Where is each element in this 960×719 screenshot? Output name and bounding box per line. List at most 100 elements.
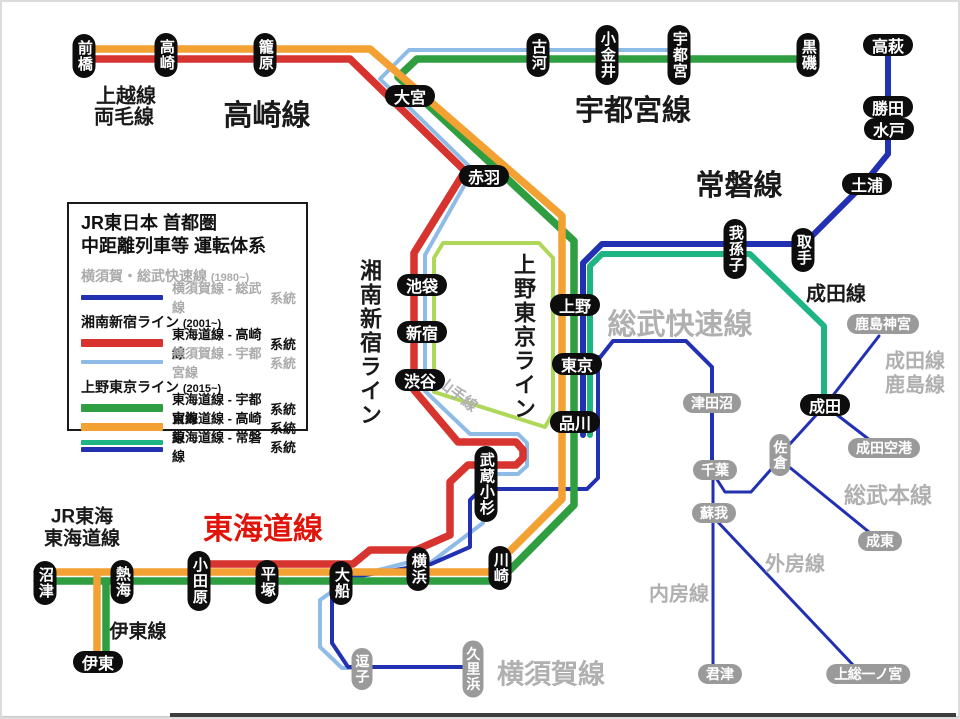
legend-entry-suffix: 系統: [269, 336, 296, 352]
station-鹿島神宮: 鹿島神宮: [847, 314, 919, 334]
legend-box: JR東日本 首都圏 中距離列車等 運転体系 横須賀・総武快速線 (1980~) …: [67, 202, 308, 464]
station-川崎: 川崎: [488, 546, 512, 590]
station-新宿: 新宿: [396, 321, 448, 343]
legend-entry-label: 東海道線 - 宇都宮線: [172, 392, 262, 427]
station-横浜: 横浜: [406, 547, 430, 591]
legend-group-heading: 湘南新宿ライン: [81, 313, 179, 330]
legend-entry-suffix: 系統: [269, 355, 296, 371]
station-東京: 東京: [551, 353, 603, 375]
station-小金井: 小金井: [595, 25, 619, 85]
label-成田線-6: 成田線: [885, 350, 945, 373]
line-yokosuka-west: [330, 355, 600, 669]
legend-entry-label: 横須賀線 - 宇都宮線: [172, 346, 262, 381]
label-伊東線-19: 伊東線: [109, 621, 167, 643]
line-shonan-takasaki: [84, 55, 527, 568]
legend-entry-suffix: 系統: [269, 290, 296, 306]
legend-group-shonan-shinjuku: 湘南新宿ライン (2001~) 東海道線 - 高崎線 系統 横須賀線 - 宇都宮…: [81, 312, 296, 380]
legend-group-heading: 上野東京ライン: [81, 378, 179, 395]
label-横須賀線-12: 横須賀線: [497, 659, 605, 690]
line-sakura-chiba: [714, 464, 776, 494]
label-成田線-5: 成田線: [806, 283, 866, 306]
label-上越線-0: 上越線: [96, 85, 156, 108]
station-古河: 古河: [526, 33, 550, 77]
line-sotobo: [714, 518, 857, 669]
legend-entry: 東海道線 - 常磐線 系統: [81, 430, 296, 464]
legend-group-ueno-tokyo: 上野東京ライン (2015~) 東海道線 - 宇都宮線 系統 東海道線 - 高崎…: [81, 377, 296, 464]
station-久里浜: 久里浜: [462, 640, 484, 698]
station-高崎: 高崎: [154, 33, 178, 77]
station-津田沼: 津田沼: [683, 393, 741, 413]
label-外房線-10: 外房線: [765, 553, 825, 576]
legend-group-yokosuka-sobu: 横須賀・総武快速線 (1980~) 横須賀線 - 総武線 系統: [81, 266, 296, 315]
station-池袋: 池袋: [396, 274, 448, 296]
label-鹿島線-7: 鹿島線: [885, 374, 945, 397]
legend-entry-label: 東海道線 - 高崎線: [172, 411, 262, 446]
line-swatch: [81, 404, 163, 413]
legend-entry-suffix: 系統: [269, 420, 296, 436]
station-成田空港: 成田空港: [848, 438, 920, 458]
station-熱海: 熱海: [110, 560, 134, 604]
station-我孫子: 我孫子: [723, 219, 747, 279]
legend-entry: 横須賀線 - 宇都宮線 系統: [81, 346, 296, 380]
line-swatch: [81, 339, 163, 348]
legend-entry-suffix: 系統: [269, 401, 296, 417]
legend-entry: 横須賀線 - 総武線 系統: [81, 281, 296, 315]
station-宇都宮: 宇都宮: [667, 25, 691, 85]
line-narita-sakura: [787, 410, 821, 447]
station-成田: 成田: [799, 394, 851, 416]
station-土浦: 土浦: [841, 173, 893, 195]
station-赤羽: 赤羽: [458, 165, 510, 187]
legend-entry-suffix: 系統: [269, 439, 296, 455]
station-勝田: 勝田: [862, 96, 914, 118]
label-東海道線-18: 東海道線: [43, 528, 121, 550]
station-武蔵小杉: 武蔵小杉: [474, 446, 498, 522]
station-渋谷: 渋谷: [394, 369, 446, 391]
label-高崎線-2: 高崎線: [223, 100, 311, 132]
station-千葉: 千葉: [693, 460, 737, 480]
station-蘇我: 蘇我: [692, 503, 736, 523]
label-総武本線-9: 総武本線: [843, 483, 933, 508]
line-swatch: [81, 294, 163, 300]
station-成東: 成東: [858, 531, 902, 551]
legend-entry: 東海道線 - 高崎線 系統: [81, 327, 296, 361]
line-swatch: [81, 360, 163, 365]
line-narita-kashima: [829, 334, 881, 400]
station-沼津: 沼津: [33, 561, 57, 605]
legend-group-era: (2015~): [182, 382, 222, 395]
label-JR東海-17: JR東海: [50, 506, 114, 528]
station-小田原: 小田原: [187, 551, 211, 611]
station-水戸: 水戸: [863, 118, 915, 140]
station-君津: 君津: [698, 664, 742, 684]
label-総武快速線-8: 総武快速線: [607, 309, 753, 341]
legend-entry-label: 東海道線 - 高崎線: [172, 327, 262, 362]
station-大船: 大船: [329, 561, 353, 605]
legend-group-heading: 横須賀・総武快速線: [81, 267, 207, 284]
label-上野東京ライン-15: 上野東京ライン: [511, 253, 536, 421]
station-上総一ノ宮: 上総一ノ宮: [826, 664, 910, 684]
line-sobu-honsen: [786, 464, 871, 534]
legend-group-era: (1980~): [210, 271, 250, 284]
station-取手: 取手: [791, 228, 815, 272]
legend-title-line1: JR東日本 首都圏: [81, 213, 218, 233]
station-籠原: 籠原: [253, 33, 277, 77]
legend-entry: 東海道線 - 宇都宮線 系統: [81, 392, 296, 426]
station-逗子: 逗子: [351, 648, 373, 690]
legend-entry-label: 東海道線 - 常磐線: [172, 430, 262, 465]
label-宇都宮線-3: 宇都宮線: [574, 95, 692, 127]
window-edge-dark: [170, 713, 956, 717]
station-佐倉: 佐倉: [769, 434, 791, 476]
station-大宮: 大宮: [384, 85, 436, 107]
station-伊東: 伊東: [72, 651, 124, 673]
line-swatch-double: [81, 440, 163, 453]
legend-entry: 東海道線 - 高崎線 系統: [81, 411, 296, 445]
station-黒磯: 黒磯: [796, 33, 820, 77]
label-常磐線-4: 常磐線: [695, 170, 783, 202]
legend-title-line2: 中距離列車等 運転体系: [81, 236, 266, 257]
legend-entry-label: 横須賀線 - 総武線: [172, 281, 262, 316]
station-品川: 品川: [549, 411, 601, 433]
legend-group-era: (2001~): [182, 317, 222, 330]
station-前橋: 前橋: [72, 34, 96, 78]
label-内房線-11: 内房線: [649, 583, 709, 606]
station-平塚: 平塚: [255, 560, 279, 604]
